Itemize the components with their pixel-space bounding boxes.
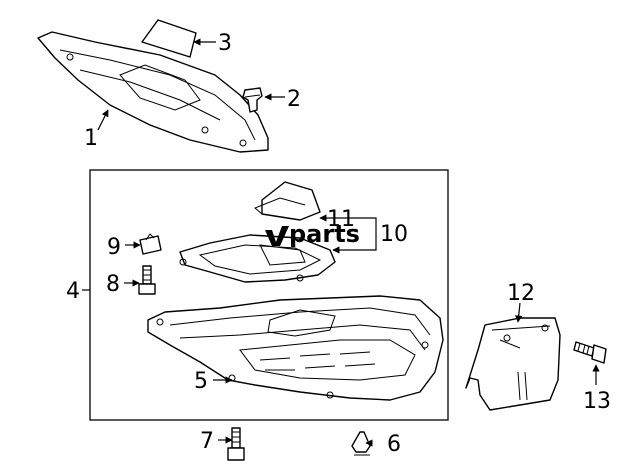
callout-10: 10	[380, 222, 408, 247]
part-3-pad[interactable]	[141, 19, 197, 58]
part-1-upper-shield[interactable]	[37, 31, 269, 153]
part-9-nut[interactable]	[139, 233, 162, 255]
callout-7: 7	[200, 429, 214, 454]
callout-5: 5	[194, 369, 208, 394]
part-5-lower-shield[interactable]	[147, 295, 444, 401]
callout-6: 6	[387, 432, 401, 457]
part-13-bolt[interactable]	[573, 341, 607, 364]
watermark-text: parts	[289, 220, 360, 248]
part-11-pad[interactable]	[254, 181, 321, 221]
callout-13: 13	[583, 389, 611, 414]
group-4-frame	[89, 169, 449, 421]
part-10-cover[interactable]	[179, 234, 336, 283]
callout-4: 4	[66, 279, 80, 304]
callout-12: 12	[507, 281, 535, 306]
part-8-bolt[interactable]	[138, 265, 156, 295]
part-2-clip[interactable]	[242, 87, 263, 113]
callout-1: 1	[84, 126, 98, 151]
watermark-logo: parts	[265, 220, 360, 248]
callout-3: 3	[218, 31, 232, 56]
part-12-side-panel[interactable]	[465, 317, 561, 411]
callout-8: 8	[106, 272, 120, 297]
leader-lines	[82, 38, 600, 447]
part-7-bolt[interactable]	[227, 427, 245, 461]
part-6-clip[interactable]	[351, 431, 371, 456]
callout-11: 11	[327, 207, 355, 232]
callout-2: 2	[287, 87, 301, 112]
callout-9: 9	[107, 235, 121, 260]
